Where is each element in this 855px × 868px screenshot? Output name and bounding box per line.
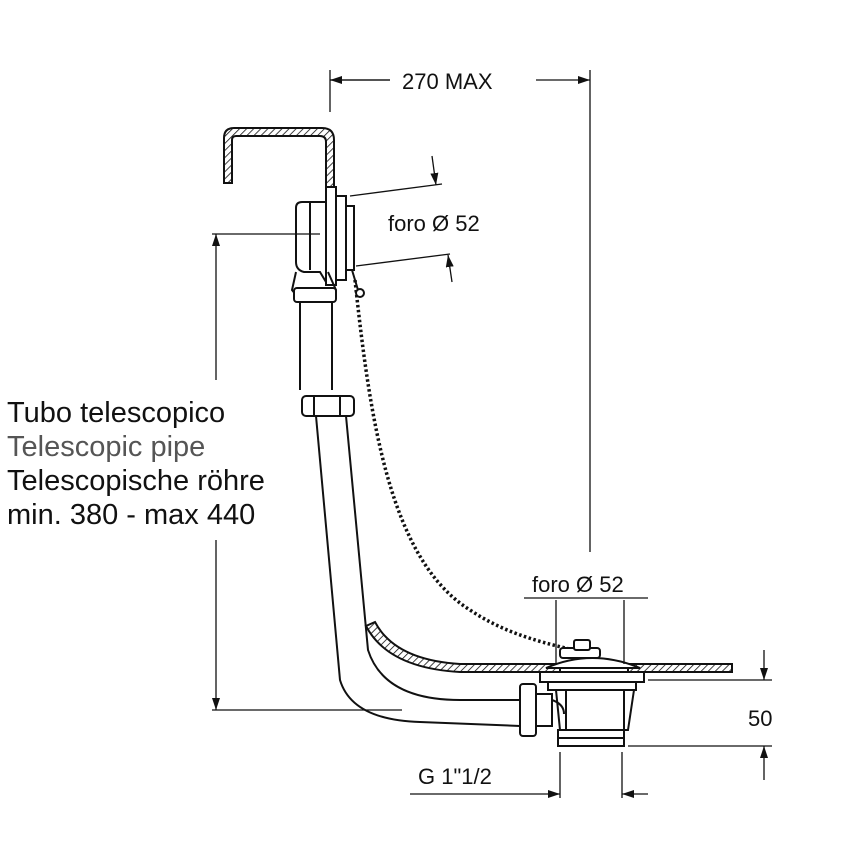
dim-270-max: 270 MAX <box>402 69 493 94</box>
label-range: min. 380 - max 440 <box>7 499 256 531</box>
label-english: Telescopic pipe <box>7 431 206 463</box>
dimension-lines <box>212 70 772 798</box>
dim-thread: G 1"1/2 <box>418 764 492 789</box>
tub-wall-section <box>223 127 335 199</box>
dim-drain-hole: foro Ø 52 <box>532 572 624 597</box>
dim-50: 50 <box>748 706 772 731</box>
telescopic-pipe-label: Tubo telescopico Telescopic pipe Telesco… <box>7 396 265 532</box>
drain-body <box>519 639 645 747</box>
tub-floor-section <box>364 620 733 673</box>
label-german: Telescopische röhre <box>7 465 265 497</box>
label-italian: Tubo telescopico <box>7 397 226 429</box>
dim-overflow-hole: foro Ø 52 <box>388 211 480 236</box>
overflow-head <box>295 186 355 286</box>
plug-chain <box>351 269 575 652</box>
